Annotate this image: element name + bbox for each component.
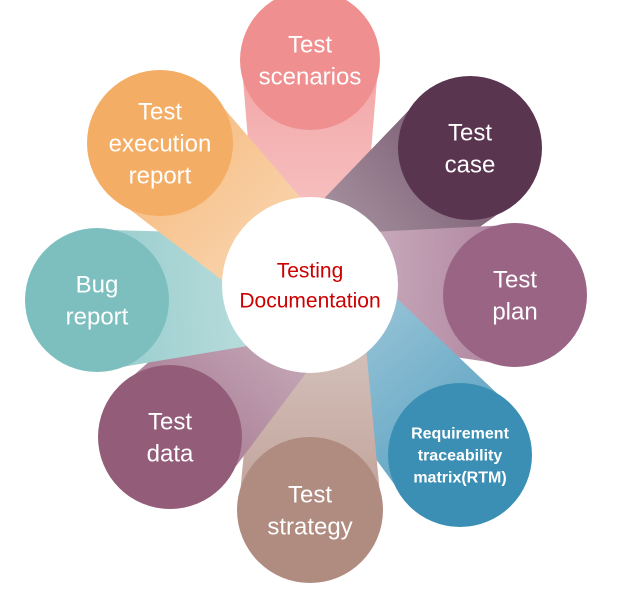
petal-label-line: Bug bbox=[76, 271, 119, 298]
petal-test-case: Test case bbox=[398, 76, 542, 220]
petal-label-line: Test bbox=[288, 31, 332, 58]
petal-label-line: case bbox=[445, 151, 496, 178]
petal-test-execution-report: Test execution report bbox=[87, 70, 233, 216]
center-title-line: Testing bbox=[277, 259, 344, 282]
petal-circle-bug-report bbox=[25, 228, 169, 372]
petal-test-plan: Test plan bbox=[443, 223, 587, 367]
petal-label-line: plan bbox=[492, 298, 537, 325]
petal-label-line: traceability bbox=[418, 448, 503, 465]
petal-layer: TestscenariosTestcaseTestplanRequirement… bbox=[25, 0, 587, 583]
center-title-line: Documentation bbox=[239, 289, 380, 312]
center-circle bbox=[222, 197, 398, 373]
petal-label-line: strategy bbox=[267, 513, 352, 540]
petal-circle-test-strategy bbox=[237, 437, 383, 583]
petal-label-line: Test bbox=[148, 408, 192, 435]
petal-test-scenarios: Test scenarios bbox=[240, 0, 380, 130]
petal-label-line: scenarios bbox=[259, 63, 362, 90]
petal-test-data: Test data bbox=[98, 365, 242, 509]
petal-label-line: Test bbox=[138, 98, 182, 125]
petal-label-line: data bbox=[147, 440, 194, 467]
petal-label-line: report bbox=[129, 162, 192, 189]
petal-label-line: Requirement bbox=[411, 426, 509, 443]
petal-circle-test-plan bbox=[443, 223, 587, 367]
petal-label-line: Test bbox=[448, 119, 492, 146]
petal-label-line: matrix(RTM) bbox=[413, 470, 506, 487]
petal-test-strategy: Test strategy bbox=[237, 437, 383, 583]
petal-circle-test-scenarios bbox=[240, 0, 380, 130]
petal-label-line: Test bbox=[288, 481, 332, 508]
petal-label-line: execution bbox=[109, 130, 212, 157]
petal-requirement-traceability-matrix: Requirement traceability matrix(RTM) bbox=[388, 383, 532, 527]
petal-circle-test-case bbox=[398, 76, 542, 220]
petal-circle-test-execution-report bbox=[87, 70, 233, 216]
petal-label-line: Test bbox=[493, 266, 537, 293]
petal-circle-test-data bbox=[98, 365, 242, 509]
petal-bug-report: Bug report bbox=[25, 228, 169, 372]
petal-label-line: report bbox=[66, 303, 129, 330]
petal-circle-requirement-traceability-matrix bbox=[388, 383, 532, 527]
